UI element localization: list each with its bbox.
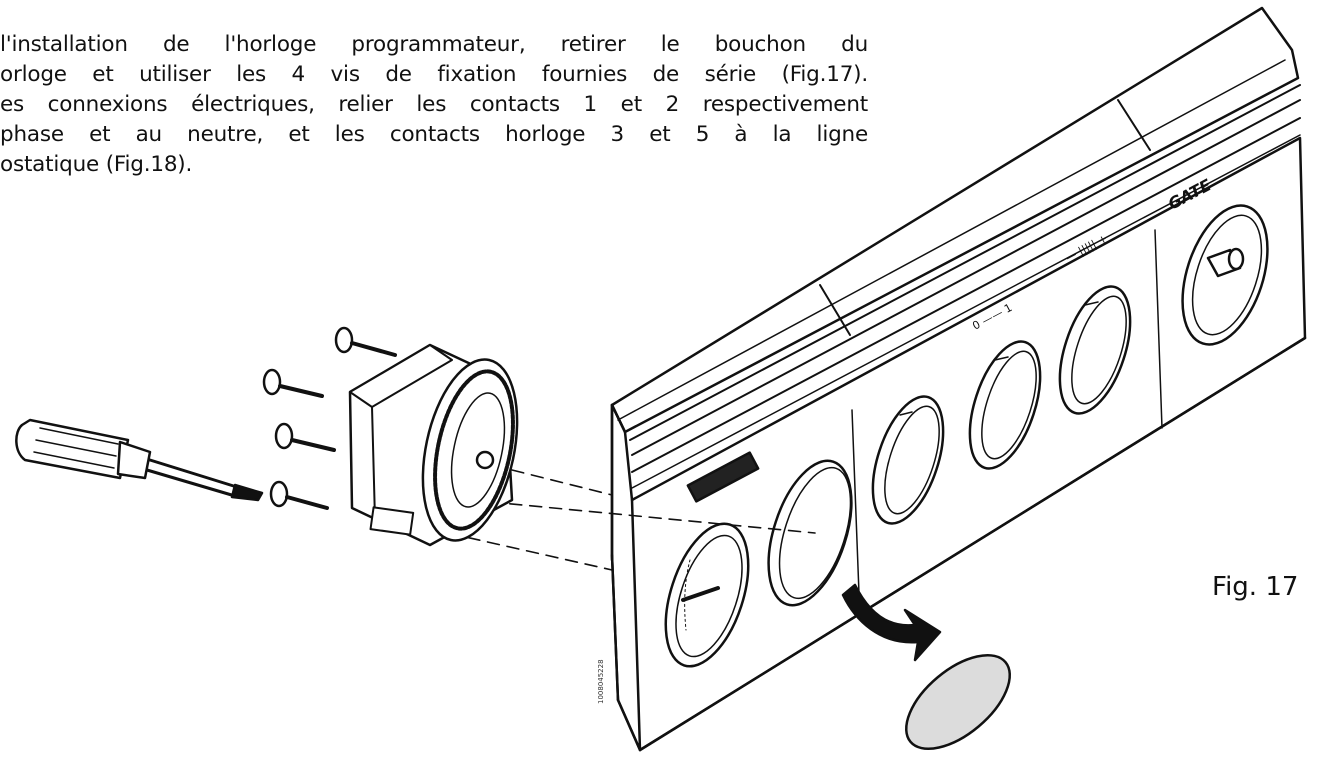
figure-reference-code: 1008045228	[597, 659, 605, 704]
main-switch	[1181, 204, 1269, 346]
removed-cap	[841, 583, 1012, 751]
control-knob-2	[968, 340, 1042, 470]
brand-label: GATE	[1165, 175, 1214, 213]
instruction-line-3: es connexions électriques, relier les co…	[0, 92, 868, 117]
pressure-gauge	[664, 522, 750, 668]
dial-mark-right: — ||||| +	[1063, 232, 1109, 265]
instruction-line-5: ostatique (Fig.18).	[0, 152, 193, 177]
instruction-line-2: orloge et utiliser les 4 vis de fixation…	[0, 62, 868, 87]
screw-icon	[274, 422, 336, 452]
screwdriver-icon	[15, 418, 264, 502]
assembly-guide-lines	[389, 469, 816, 571]
instruction-line-1: l'installation de l'horloge programmateu…	[0, 32, 868, 57]
brand-plate	[686, 451, 760, 503]
control-knob-3	[1058, 285, 1132, 415]
screw-icon	[269, 480, 329, 510]
screw-icon	[334, 326, 397, 357]
instruction-text: l'installation de l'horloge programmateu…	[0, 30, 868, 180]
arrow-icon	[841, 583, 942, 662]
instruction-line-4: phase et au neutre, et les contacts horl…	[0, 122, 868, 147]
programmer-clock	[348, 343, 519, 547]
boiler-control-panel	[610, 6, 1307, 752]
control-knob-1	[871, 395, 945, 525]
screw-icon	[262, 368, 324, 398]
figure-caption: Fig. 17	[1212, 572, 1299, 602]
fixing-screws	[262, 326, 397, 510]
